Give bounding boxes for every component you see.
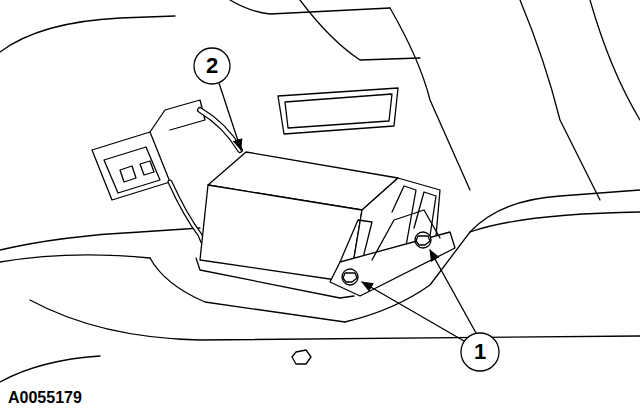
floor-edge	[0, 228, 200, 250]
floor-edge	[0, 255, 150, 262]
floor-nut	[292, 350, 311, 364]
mounting-bolt	[343, 273, 357, 282]
mounting-bracket	[414, 192, 436, 236]
floor-edge	[470, 190, 640, 232]
floor-edge	[30, 300, 640, 340]
mounting-bolt	[415, 232, 431, 248]
callout-number: 1	[474, 341, 486, 363]
floor-edge	[0, 356, 100, 382]
callout-circle	[461, 333, 499, 371]
callout-number: 2	[206, 55, 218, 77]
panel-edge	[520, 0, 600, 200]
mounting-bolt	[342, 269, 358, 285]
mounting-bracket	[330, 232, 455, 296]
panel-opening	[278, 88, 398, 134]
mounting-bolt	[416, 236, 430, 245]
panel-edge	[0, 16, 175, 52]
module-base	[196, 258, 354, 298]
harness-connector	[140, 161, 154, 175]
leader-line	[219, 83, 241, 150]
panel-edge	[300, 0, 420, 60]
callout-circle	[194, 48, 230, 84]
harness-connector	[120, 166, 136, 182]
leader-line	[362, 282, 464, 341]
harness-connector	[92, 132, 170, 200]
panel-edge	[390, 8, 470, 190]
panel-opening	[285, 94, 392, 128]
leader-line	[430, 250, 476, 333]
mounting-bracket	[372, 210, 440, 260]
figure-id: A0055179	[8, 390, 82, 406]
harness-connector	[150, 100, 205, 132]
harness-connector	[104, 147, 160, 193]
panel-edge	[590, 0, 640, 120]
